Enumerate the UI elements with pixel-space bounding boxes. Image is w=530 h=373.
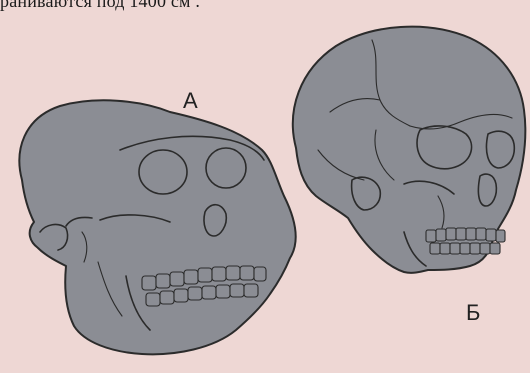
- skull-a-label: А: [183, 88, 198, 114]
- skull-a: [19, 100, 295, 354]
- skull-b: [293, 27, 525, 273]
- skull-b-label: Б: [466, 300, 480, 326]
